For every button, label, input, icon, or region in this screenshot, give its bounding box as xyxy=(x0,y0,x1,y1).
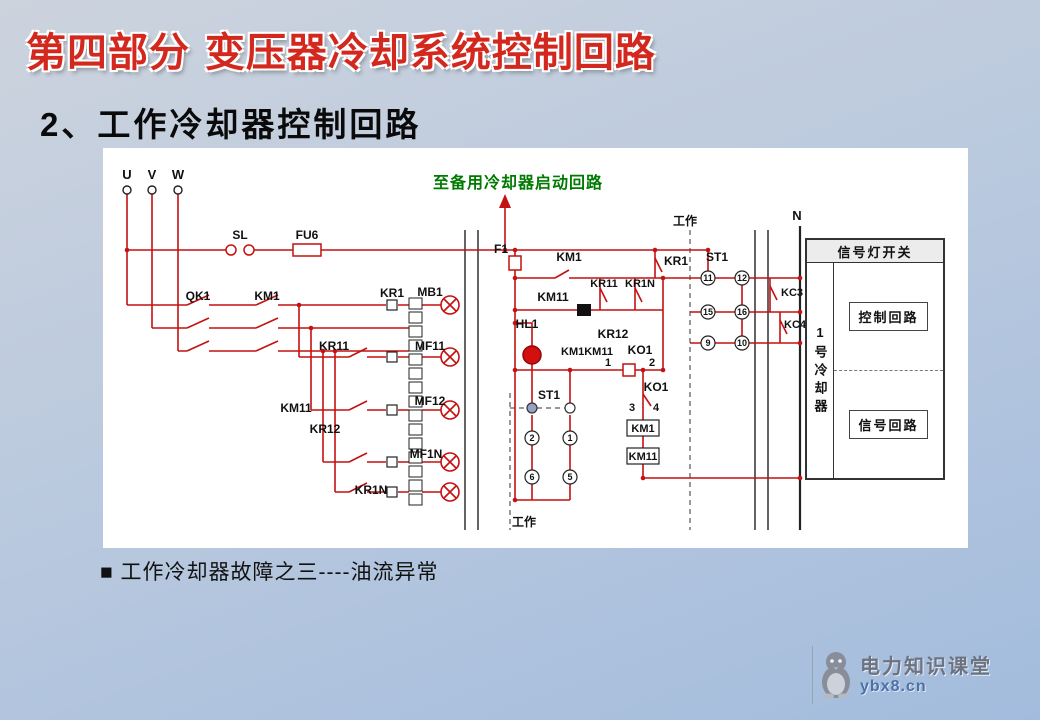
f1-fuse xyxy=(508,255,522,271)
signal-circuit-label: 信号回路 xyxy=(849,410,928,439)
label-hl1: HL1 xyxy=(516,317,539,331)
signal-box-body: 1号冷却器 控制回路 信号回路 xyxy=(807,263,943,478)
junction-dots xyxy=(124,247,803,503)
label-mf12: MF12 xyxy=(415,394,446,408)
label-f1: F1 xyxy=(494,242,508,256)
terminal-number: 16 xyxy=(737,307,747,317)
label-km11-coil: KM11 xyxy=(629,451,658,463)
label-work-top: 工作 xyxy=(673,213,697,228)
label-kr12: KR12 xyxy=(310,422,341,436)
sl-switch xyxy=(225,244,255,256)
label-ko1-contact: KO1 xyxy=(644,380,669,394)
signal-lamp-switch-box: 信号灯开关 1号冷却器 控制回路 信号回路 xyxy=(805,238,945,480)
label-mf11: MF11 xyxy=(415,339,445,353)
phase-label-u: U xyxy=(122,167,131,182)
label-kr11-aux: KR11 xyxy=(590,278,618,290)
label-km11: KM11 xyxy=(280,401,312,415)
label-km1-aux: KM1 xyxy=(556,250,582,264)
slide-subtitle: 2、工作冷却器控制回路 xyxy=(40,106,422,143)
standby-cooler-note: 至备用冷却器启动回路 xyxy=(433,173,603,192)
terminal-number: 1 xyxy=(567,433,572,443)
branch-contacts xyxy=(348,347,368,493)
label-st1-mid: ST1 xyxy=(538,388,560,402)
label-kr1-aux: KR1 xyxy=(664,254,688,268)
label-km1km11: KM1KM11 xyxy=(561,346,613,358)
penguin-logo-icon xyxy=(822,652,850,699)
watermark-site: ybx8.cn xyxy=(860,678,927,695)
fu6-fuse xyxy=(292,243,322,257)
terminal-number: 9 xyxy=(705,338,710,348)
qk1-contacts xyxy=(186,294,210,352)
terminal-number: 11 xyxy=(703,273,713,283)
bullet-text: ■ 工作冷却器故障之三----油流异常 xyxy=(100,561,439,584)
terminal-number: 6 xyxy=(529,472,534,482)
signal-box-cells: 控制回路 信号回路 xyxy=(834,263,943,478)
label-work-bottom: 工作 xyxy=(512,514,536,529)
label-sl: SL xyxy=(232,228,247,242)
label-n: N xyxy=(792,208,801,223)
arrow-up-icon xyxy=(499,194,511,208)
label-kr1: KR1 xyxy=(380,286,404,300)
label-st1-right: ST1 xyxy=(706,250,728,264)
control-circuit-cell: 控制回路 xyxy=(834,263,943,371)
km1-main-contacts xyxy=(255,294,279,352)
terminal-strip xyxy=(408,297,423,506)
terminal-number: 5 xyxy=(567,472,572,482)
slide-title: 第四部分 变压器冷却系统控制回路 xyxy=(26,29,656,76)
label-kc4: KC4 xyxy=(784,319,807,331)
terminal-number: 4 xyxy=(653,402,660,414)
label-kr11: KR11 xyxy=(319,339,349,353)
st1-contact-dot xyxy=(526,402,538,414)
thermal-relay-elements xyxy=(386,299,398,498)
circuit-diagram: 11 12 15 16 9 10 2 1 6 5 xyxy=(122,167,807,530)
phase-label-v: V xyxy=(148,167,157,182)
label-mf1n: MF1N xyxy=(410,447,443,461)
contactor-coils xyxy=(626,419,660,465)
numbered-terminals: 11 12 15 16 9 10 2 1 6 5 xyxy=(524,270,750,485)
st1-contact-dot xyxy=(564,402,576,414)
watermark-brand: 电力知识课堂 xyxy=(860,656,992,678)
label-mb1: MB1 xyxy=(417,285,443,299)
ko1-contact xyxy=(642,393,652,407)
terminal-number: 1 xyxy=(605,357,611,369)
terminal-number: 3 xyxy=(629,402,635,414)
terminal-number: 2 xyxy=(529,433,534,443)
label-fu6: FU6 xyxy=(296,228,319,242)
circuit-diagram-panel: 11 12 15 16 9 10 2 1 6 5 xyxy=(103,148,968,548)
label-kr12-aux: KR12 xyxy=(598,327,629,341)
label-kr1n: KR1N xyxy=(355,483,388,497)
motor-symbols xyxy=(440,295,460,502)
control-circuit-label: 控制回路 xyxy=(849,302,928,331)
signal-circuit-cell: 信号回路 xyxy=(834,371,943,478)
label-qk1: QK1 xyxy=(186,289,211,303)
label-km1-coil: KM1 xyxy=(631,423,654,435)
terminal-number: 12 xyxy=(737,273,747,283)
label-km1: KM1 xyxy=(254,289,280,303)
power-wiring xyxy=(126,194,708,493)
label-ko1: KO1 xyxy=(628,343,653,357)
terminal-number: 15 xyxy=(703,307,713,317)
kc-contacts xyxy=(769,285,788,335)
cooler-1-side-label: 1号冷却器 xyxy=(807,263,834,478)
hl1-lamp xyxy=(522,345,542,365)
ko1-relay-element xyxy=(622,363,636,377)
label-kr1n-aux: KR1N xyxy=(625,278,655,290)
km1-aux-contact xyxy=(554,269,570,279)
terminal-number: 10 xyxy=(737,338,747,348)
phase-label-w: W xyxy=(172,167,185,182)
signal-box-header: 信号灯开关 xyxy=(807,240,943,263)
phase-terminals xyxy=(122,185,183,195)
footer-divider xyxy=(812,646,813,704)
terminal-number: 2 xyxy=(649,357,655,369)
label-kc3: KC3 xyxy=(781,287,803,299)
dashed-linkage-lines xyxy=(509,230,691,530)
km11-contact-block xyxy=(577,304,591,316)
label-km11-aux: KM11 xyxy=(537,290,569,304)
